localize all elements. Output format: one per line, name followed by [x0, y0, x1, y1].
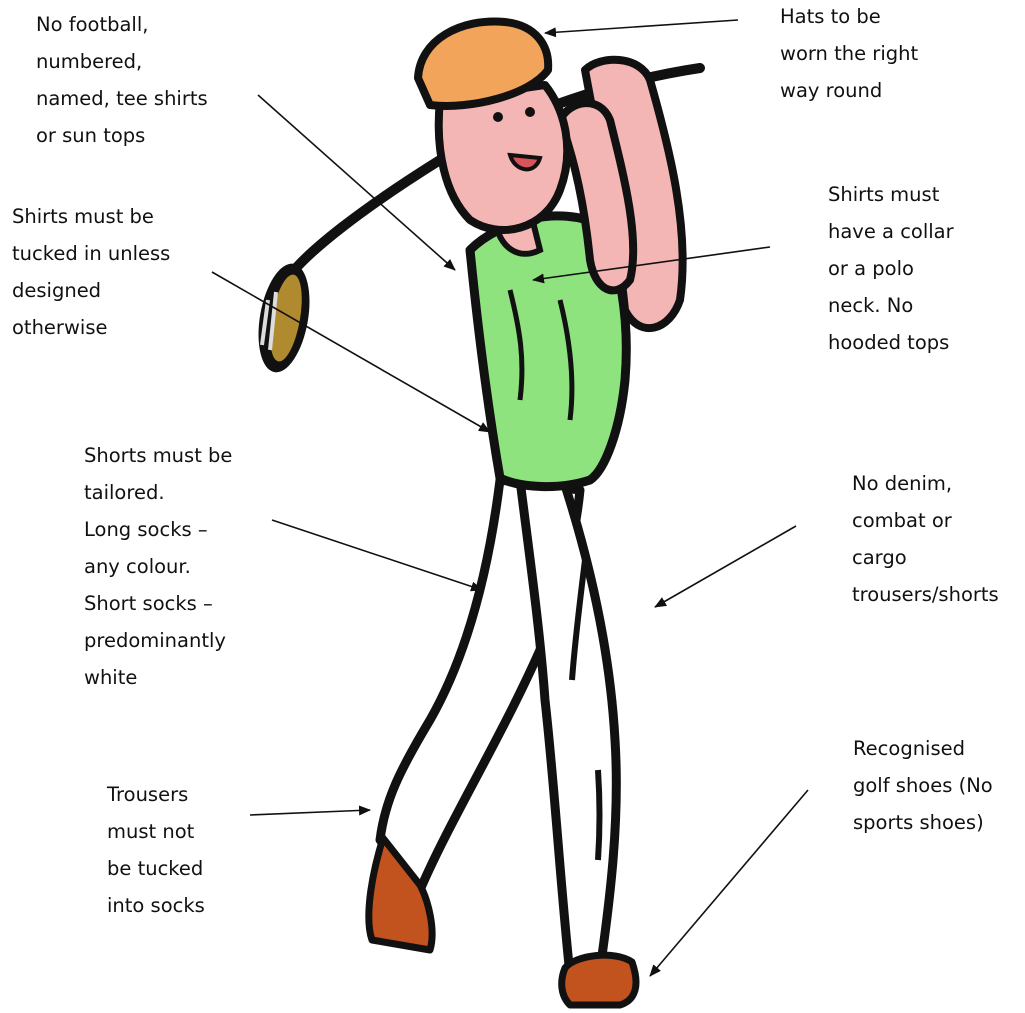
label-line: designed [12, 272, 170, 309]
label-line: Recognised [853, 730, 993, 767]
pointer-tucked [212, 272, 490, 432]
pointer-denim [655, 526, 796, 607]
label-line: trousers/shorts [852, 576, 999, 613]
label-line: or a polo [828, 250, 954, 287]
pointer-trousers [250, 810, 370, 815]
label-line: named, tee shirts [36, 80, 208, 117]
label-line: must not [107, 813, 205, 850]
label-line: sports shoes) [853, 804, 993, 841]
pointer-shoes [650, 790, 808, 976]
label-line: Long socks – [84, 511, 232, 548]
label-line: cargo [852, 539, 999, 576]
label-line: Shirts must [828, 176, 954, 213]
label-line: any colour. [84, 548, 232, 585]
label-line: predominantly [84, 622, 232, 659]
label-line: Shorts must be [84, 437, 232, 474]
label-line: into socks [107, 887, 205, 924]
label-line: Hats to be [780, 0, 918, 35]
label-line: golf shoes (No [853, 767, 993, 804]
label-line: numbered, [36, 43, 208, 80]
pointer-shorts [272, 520, 482, 590]
label-line: Shirts must be [12, 198, 170, 235]
label-line: way round [780, 72, 918, 109]
label-line: worn the right [780, 35, 918, 72]
label-line: otherwise [12, 309, 170, 346]
label-line: be tucked [107, 850, 205, 887]
label-line: tailored. [84, 474, 232, 511]
label-line: hooded tops [828, 324, 954, 361]
club-head-icon [251, 260, 317, 377]
front-leg [520, 470, 616, 975]
label-line: tucked in unless [12, 235, 170, 272]
pointer-hats [545, 20, 738, 33]
label-line: neck. No [828, 287, 954, 324]
label-line: white [84, 659, 232, 696]
label-line: have a collar [828, 213, 954, 250]
front-shoe-icon [562, 955, 636, 1005]
label-line: No football, [36, 6, 208, 43]
label-line: combat or [852, 502, 999, 539]
label-line: Trousers [107, 776, 205, 813]
pointer-tee-shirts [258, 95, 455, 270]
label-line: No denim, [852, 465, 999, 502]
label-line: Short socks – [84, 585, 232, 622]
label-line: or sun tops [36, 117, 208, 154]
